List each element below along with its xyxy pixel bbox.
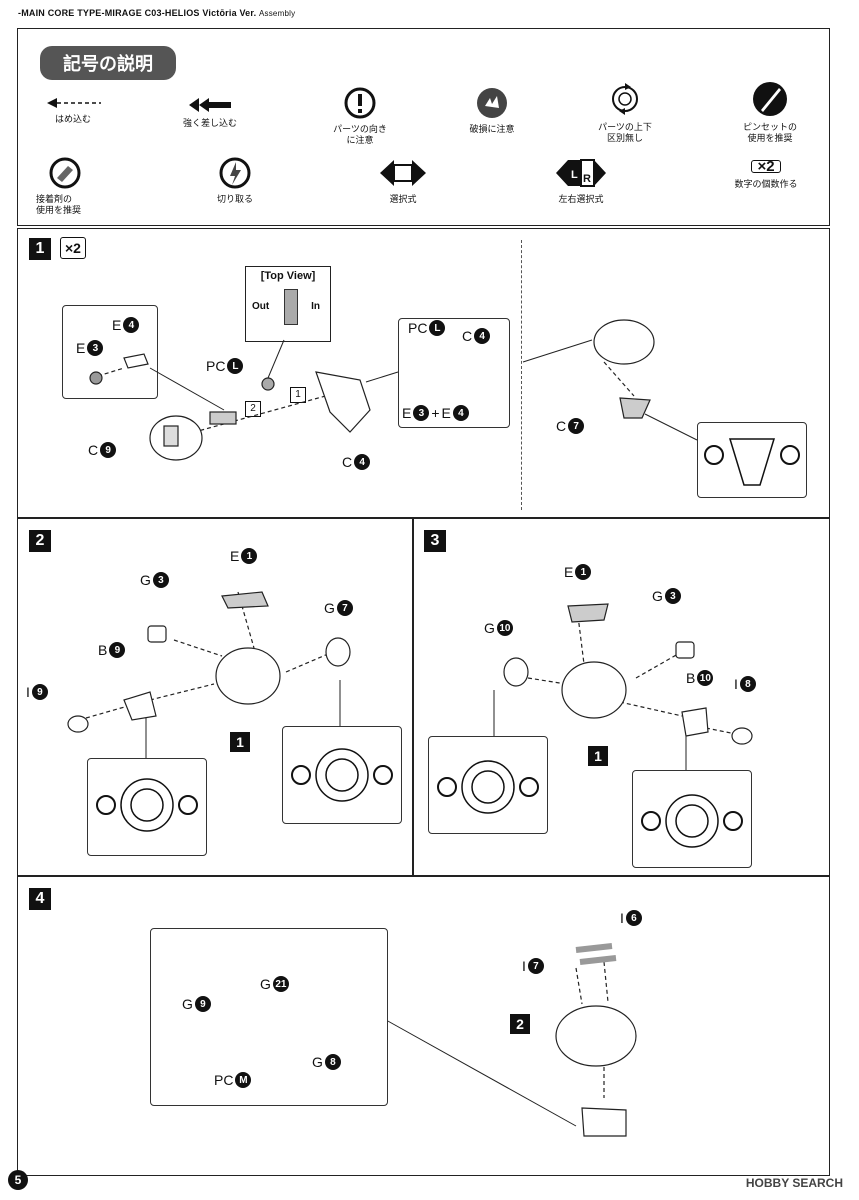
- page-header: -MAIN CORE TYPE-MIRAGE C03-HELIOS Victōr…: [18, 8, 295, 18]
- step-2-ref: 1: [230, 732, 250, 752]
- legend-box: [17, 28, 830, 226]
- double-arrow-icon: [189, 98, 231, 112]
- step-1-multiplier: ×2: [60, 237, 86, 259]
- legend-item-direction: パーツの向き に注意: [320, 86, 400, 146]
- top-view-title: [Top View]: [260, 270, 316, 282]
- legend-item-no-updown: パーツの上下 区別無し: [585, 80, 665, 144]
- header-version: Victōria Ver.: [202, 8, 257, 18]
- step-1-detail-left: [62, 305, 158, 399]
- svg-text:R: R: [583, 173, 591, 185]
- step-4-ref: 2: [510, 1014, 530, 1034]
- legend-item-selection: 選択式: [368, 156, 438, 205]
- step-3-ref: 1: [588, 746, 608, 766]
- selection-icon: [380, 160, 426, 186]
- b10-detail: [641, 794, 743, 848]
- step-3-number: 3: [424, 530, 446, 552]
- multiply-icon: ×2: [751, 159, 781, 174]
- legend-item-glue: 接着剤の 使用を推奨: [36, 156, 106, 216]
- legend-item-damage: 破損に注意: [452, 86, 532, 135]
- step-2-box: [17, 518, 413, 876]
- legend-item-cut: 切り取る: [200, 156, 270, 205]
- exclamation-icon: [344, 87, 376, 119]
- step-4-detail: [150, 928, 388, 1106]
- header-sub: Assembly: [259, 9, 296, 18]
- legend-item-tweezers: ピンセットの 使用を推奨: [725, 80, 815, 144]
- step-2-number: 2: [29, 530, 51, 552]
- step-4-number: 4: [29, 888, 51, 910]
- step-1-detail-right: [697, 422, 807, 498]
- step-1-number: 1: [29, 238, 51, 260]
- legend-title: 記号の説明: [40, 46, 176, 80]
- step-3-detail-right: [632, 770, 752, 868]
- svg-text:L: L: [571, 169, 578, 181]
- watermark-logo: HOBBY SEARCH: [745, 1176, 843, 1190]
- sequence-1: 1: [290, 387, 306, 403]
- top-view-part: [284, 289, 298, 325]
- step-1-divider: [521, 240, 522, 510]
- g7-detail: [291, 748, 393, 802]
- rotate-icon: [612, 83, 638, 115]
- cut-icon: [219, 157, 251, 189]
- legend-item-press: はめ込む: [38, 96, 108, 125]
- sequence-2: 2: [245, 401, 261, 417]
- tweezers-icon: [753, 82, 787, 116]
- step-2-detail-right: [282, 726, 402, 824]
- broken-icon: [477, 88, 507, 118]
- page-number: 5: [8, 1170, 28, 1190]
- step-3-detail-left: [428, 736, 548, 834]
- g10-detail: [437, 760, 539, 814]
- step-2-detail-left: [87, 758, 207, 856]
- legend-item-multiply: ×2 数字の個数作る: [734, 158, 798, 189]
- glue-icon: [49, 157, 81, 189]
- step-4-box: [17, 876, 830, 1176]
- dashed-arrow-icon: [47, 98, 101, 108]
- top-view-in: In: [311, 301, 320, 312]
- step-3-box: [413, 518, 830, 876]
- step-1-box: [17, 228, 830, 518]
- header-title: -MAIN CORE TYPE-MIRAGE C03-HELIOS: [18, 8, 200, 18]
- top-view-out: Out: [252, 301, 270, 312]
- b9-detail: [96, 778, 198, 832]
- top-view-box: [Top View] Out In: [245, 266, 331, 342]
- c7-cut-detail: [704, 438, 800, 486]
- legend-item-push-hard: 強く差し込む: [175, 96, 245, 129]
